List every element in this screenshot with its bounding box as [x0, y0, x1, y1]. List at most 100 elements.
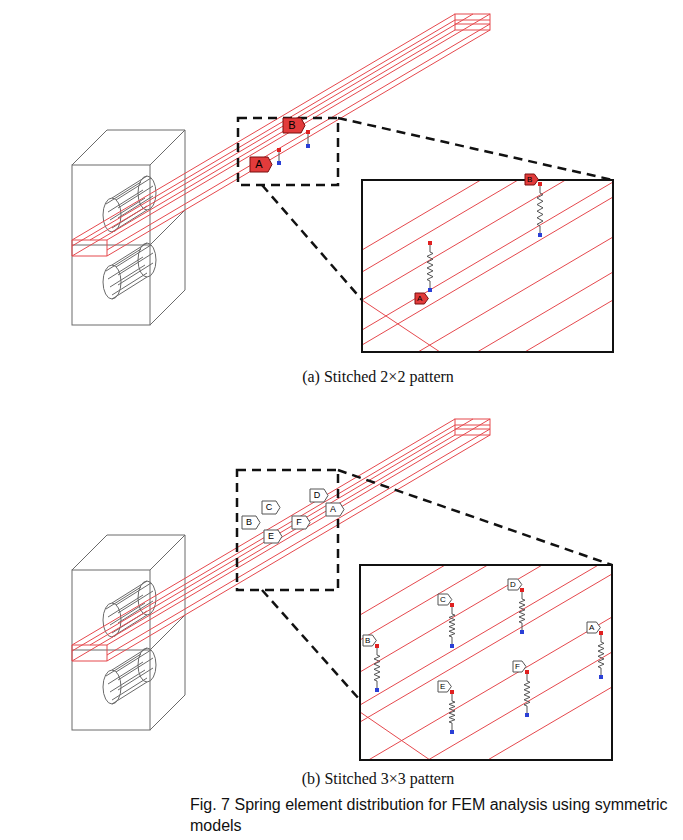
tag-letter: B: [283, 118, 301, 133]
laminate-beam: [72, 14, 490, 256]
spring-element: [525, 713, 529, 717]
tag-outline: [326, 503, 344, 516]
spring-element: [308, 132, 309, 146]
dashed-callout: [237, 470, 338, 590]
spring-element: [375, 644, 379, 648]
spring-element: [306, 144, 310, 148]
spring-element: [598, 633, 604, 677]
zoom-lines: [360, 712, 430, 760]
tag-letter: F: [513, 661, 522, 672]
tag-outline: [415, 293, 428, 304]
zoom-lines: [360, 565, 612, 615]
figure-caption: Fig. 7 Spring element distribution for F…: [190, 794, 670, 836]
subfigure-label: (a) Stitched 2×2 pattern: [302, 368, 454, 386]
zoom-lines: [360, 574, 612, 722]
spring-element: [538, 233, 542, 237]
spring-element: [524, 672, 530, 715]
zoom-lines: [362, 180, 613, 250]
spring-element: [449, 605, 455, 646]
tag-letter: F: [292, 516, 306, 529]
tag-letter: A: [250, 157, 268, 172]
spring-tag: A: [415, 293, 428, 304]
laminate-beam: [72, 419, 490, 661]
spring-tag: B: [283, 118, 305, 133]
zoom-lines: [360, 565, 612, 640]
tag-outline: [283, 118, 305, 133]
spring-element: [537, 184, 543, 235]
tag-letter: B: [525, 174, 534, 185]
tag-outline: [508, 579, 522, 590]
dashed-callout: [338, 118, 613, 180]
spring-tag: C: [438, 594, 452, 605]
spring-tag: B: [525, 174, 538, 185]
tag-letter: D: [310, 489, 324, 502]
spring-tag: A: [587, 622, 600, 633]
spring-tag: B: [363, 635, 376, 646]
spring-tag: F: [292, 516, 310, 529]
tag-letter: E: [264, 530, 278, 543]
tag-outline: [250, 157, 272, 172]
zoom-lines: [362, 300, 440, 352]
spring-element: [519, 590, 525, 632]
tag-outline: [310, 489, 328, 502]
zoom-frame: [360, 565, 612, 760]
zoom-lines: [360, 565, 612, 705]
spring-element: [449, 692, 455, 732]
spring-element: [428, 288, 432, 292]
spring-element: [277, 148, 281, 152]
zoom-lines: [362, 197, 613, 345]
tag-letter: E: [438, 681, 447, 692]
tag-letter: C: [438, 594, 448, 605]
dashed-callout: [262, 185, 362, 300]
zoom-lines: [360, 652, 612, 760]
zoom-lines: [362, 272, 613, 352]
dashed-callout: [262, 590, 360, 700]
spring-element: [450, 644, 454, 648]
zoom-lines: [360, 565, 612, 672]
tag-outline: [525, 174, 538, 185]
zoom-lines: [362, 300, 613, 352]
tag-outline: [264, 530, 282, 543]
spring-element: [428, 241, 432, 245]
spring-element: [599, 675, 603, 679]
tag-outline: [587, 622, 600, 633]
spring-element: [277, 130, 604, 734]
zoom-lines: [362, 182, 613, 330]
tag-outline: [262, 501, 280, 514]
tag-letter: D: [508, 579, 518, 590]
spring-tag: D: [310, 489, 328, 502]
zoom-lines: [360, 617, 612, 760]
spring-element: [450, 730, 454, 734]
dashed-callout: [338, 470, 612, 565]
tag-outline: [242, 516, 260, 529]
tag-letter: B: [242, 516, 256, 529]
tag-letter: A: [326, 503, 340, 516]
spring-element: [450, 690, 454, 694]
spring-element: [306, 130, 310, 134]
tag-outline: [513, 661, 526, 672]
tag-outline: [438, 681, 451, 692]
spring-tag: B: [242, 516, 260, 529]
spring-tag: F: [513, 661, 526, 672]
spring-tag: E: [264, 530, 282, 543]
spring-element: [450, 603, 454, 607]
spring-element: [599, 631, 603, 635]
zoom-frame: [362, 180, 613, 352]
dashed-callout: [237, 118, 613, 700]
tag-letter: B: [363, 635, 372, 646]
spring-element: [375, 688, 379, 692]
tag-letter: A: [415, 293, 424, 304]
spring-element: [374, 646, 380, 690]
spring-element: [520, 588, 524, 592]
zoom-lines: [360, 565, 612, 760]
spring-element: [538, 182, 542, 186]
zoom-lines: [360, 687, 612, 760]
tag-outline: [438, 594, 452, 605]
zoom-lines: [362, 180, 613, 352]
spring-tag: A: [250, 157, 272, 172]
tag-letter: A: [587, 622, 596, 633]
zoom-lines: [362, 180, 613, 300]
dashed-callout: [238, 118, 338, 185]
spring-element: [277, 161, 281, 165]
